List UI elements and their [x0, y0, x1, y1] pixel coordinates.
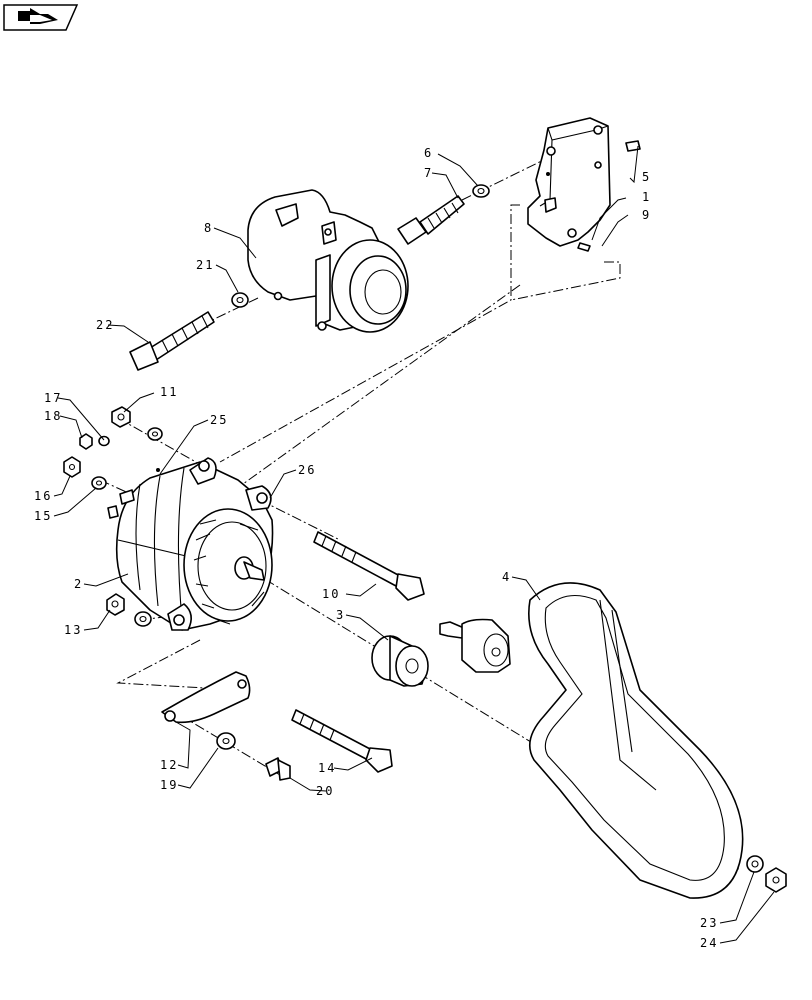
ac-compressor — [247, 189, 409, 333]
callout-16: 16 — [34, 489, 52, 503]
nut-16 — [63, 456, 81, 478]
callout-17: 17 — [44, 391, 62, 405]
back-navigation-button[interactable] — [3, 4, 79, 31]
callout-8: 8 — [204, 221, 213, 235]
nut-13 — [106, 593, 125, 616]
callout-5: 5 — [642, 170, 651, 184]
bolt-22 — [129, 311, 215, 371]
stud-20 — [265, 757, 291, 781]
callout-13: 13 — [64, 623, 82, 637]
back-arrow-icon — [18, 8, 58, 24]
idler-pulley — [371, 635, 429, 687]
callout-23: 23 — [700, 916, 718, 930]
callout-7: 7 — [424, 166, 433, 180]
washer-13b — [134, 611, 152, 627]
callout-12: 12 — [160, 758, 178, 772]
callout-2: 2 — [74, 577, 83, 591]
callout-22: 22 — [96, 318, 114, 332]
callout-19: 19 — [160, 778, 178, 792]
callout-labels: 6 7 5 1 9 8 21 22 11 17 18 25 26 16 15 2… — [34, 146, 718, 950]
callout-18: 18 — [44, 409, 62, 423]
callout-20: 20 — [316, 784, 334, 798]
serpentine-belt — [528, 582, 744, 899]
bolt-10 — [313, 531, 425, 601]
callout-6: 6 — [424, 146, 433, 160]
nut-11 — [111, 406, 131, 428]
callout-9: 9 — [642, 208, 651, 222]
nut-18 — [79, 433, 93, 450]
strap-bracket — [161, 671, 251, 724]
callout-4: 4 — [502, 570, 511, 584]
callout-11: 11 — [160, 385, 178, 399]
callout-25: 25 — [210, 413, 228, 427]
washer-11b — [147, 427, 163, 441]
small-pin — [577, 242, 591, 252]
callout-10: 10 — [322, 587, 340, 601]
stud-bolt — [625, 140, 641, 152]
callout-26: 26 — [298, 463, 316, 477]
bolt-7 — [397, 195, 465, 245]
mounting-bracket — [527, 117, 611, 247]
callout-3: 3 — [336, 608, 345, 622]
washer-19 — [216, 732, 236, 750]
washer-17 — [98, 435, 110, 447]
callout-1: 1 — [642, 190, 651, 204]
nut-24 — [765, 867, 787, 893]
leader-lines — [53, 145, 775, 944]
washer-21 — [231, 292, 249, 308]
callout-21: 21 — [196, 258, 214, 272]
callout-14: 14 — [318, 761, 336, 775]
bolt-14 — [291, 709, 393, 773]
alternator — [107, 457, 274, 631]
washer-6 — [472, 184, 490, 198]
tensioner-pulley — [439, 618, 511, 673]
washer-23 — [746, 855, 764, 873]
callout-24: 24 — [700, 936, 718, 950]
callout-15: 15 — [34, 509, 52, 523]
washer-15 — [91, 476, 107, 490]
